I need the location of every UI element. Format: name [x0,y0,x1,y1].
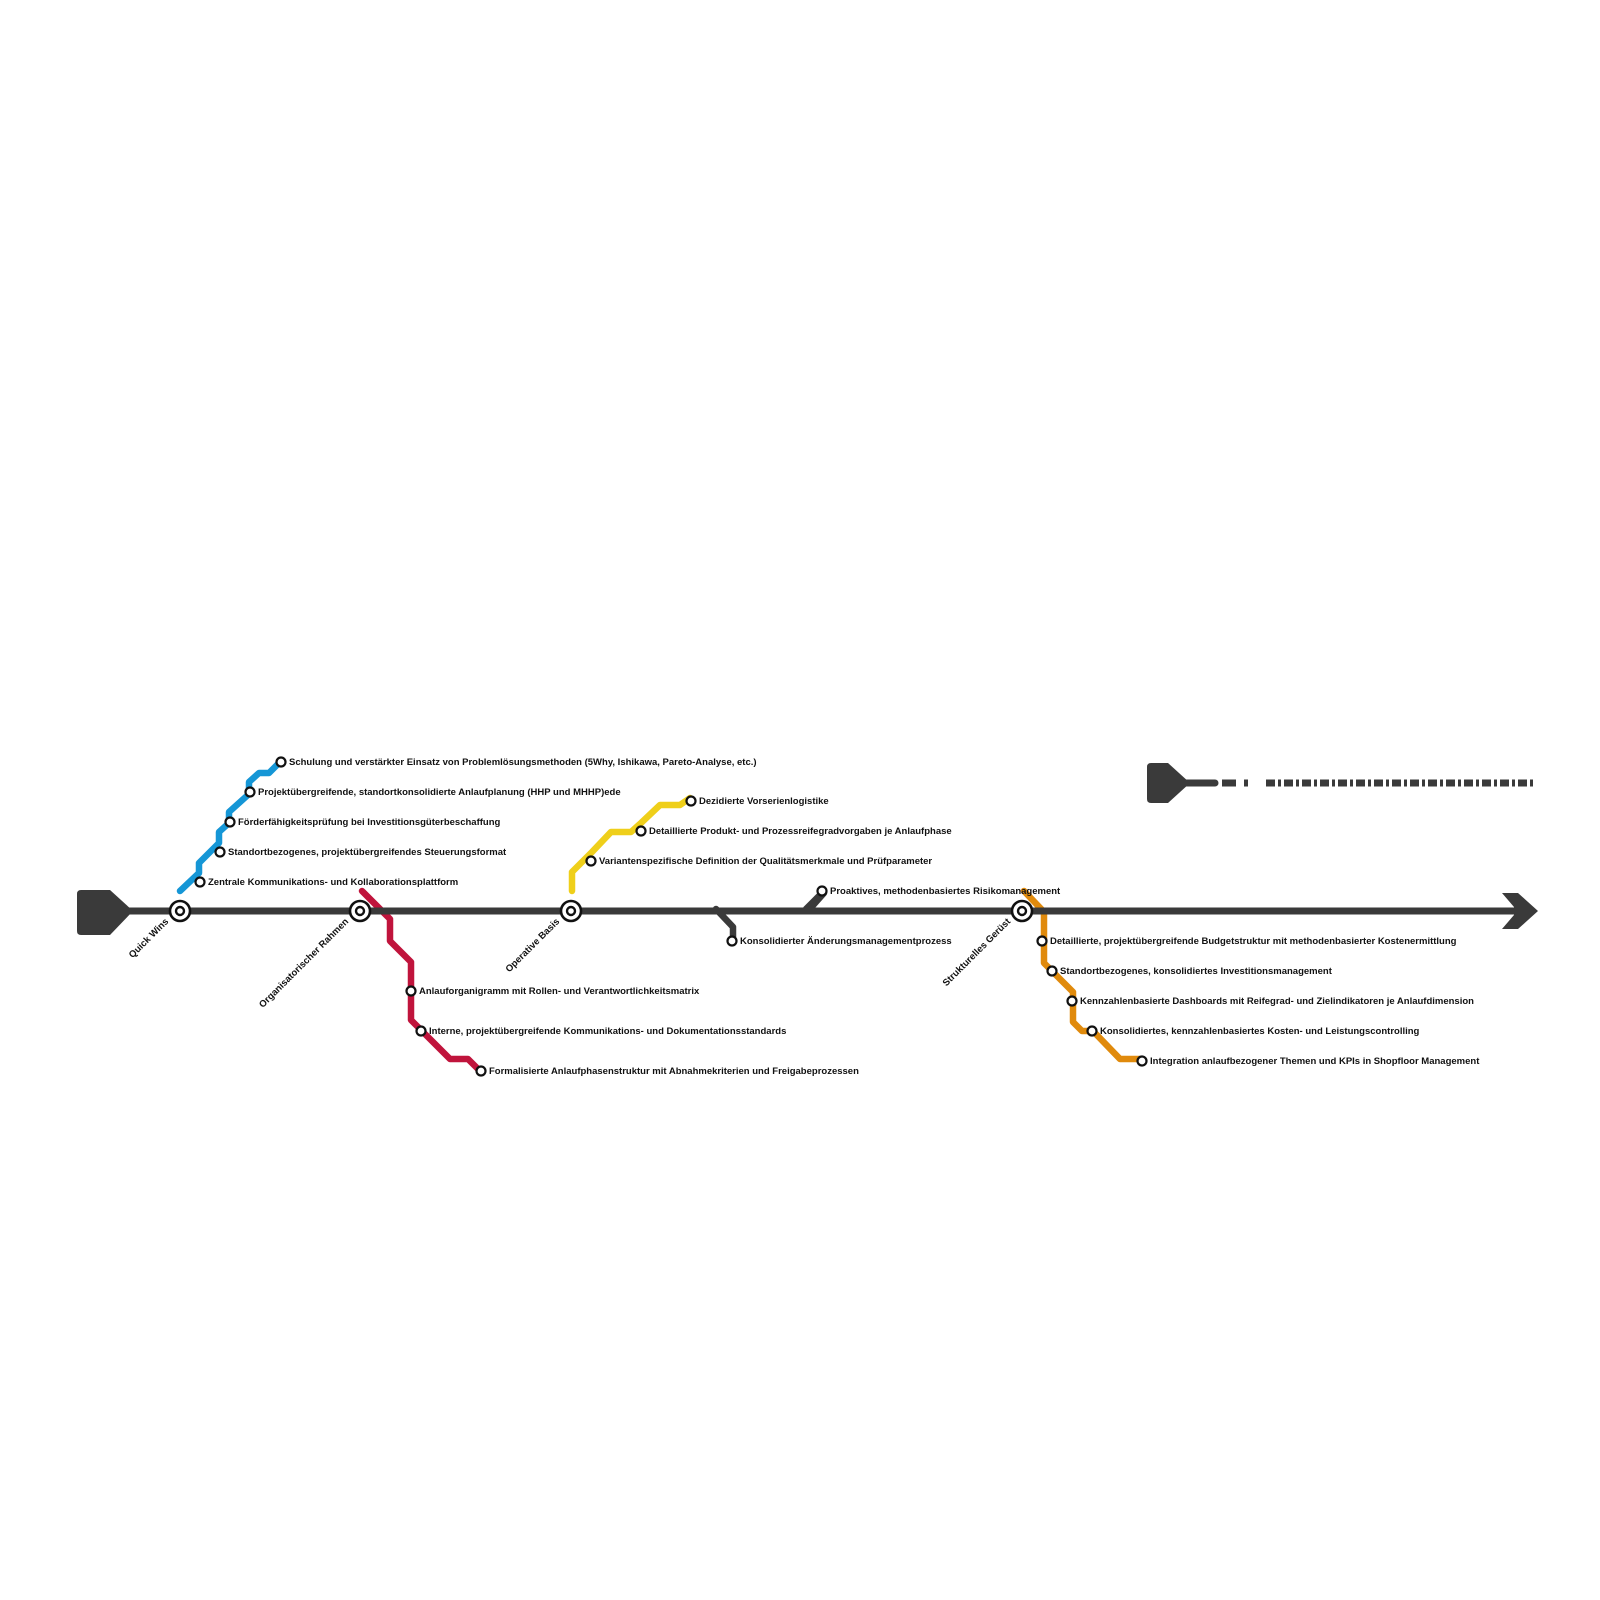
hub-strukturelles-geruest [1010,899,1034,923]
label-struktur-4: Konsolidiertes, kennzahlenbasiertes Kost… [1100,1026,1420,1037]
hub-operative-basis [559,899,583,923]
hub-label-organisatorischer-rahmen: Organisatorischer Rahmen [257,916,351,1010]
hub-organisatorischer-rahmen [348,899,372,923]
hub-quick-wins [168,899,192,923]
label-trunk-risiko: Proaktives, methodenbasiertes Risikomana… [830,886,1061,897]
stations [194,756,1148,1077]
station-operative-basis-2 [635,825,647,837]
label-quick-wins-2: Standortbezogenes, projektübergreifendes… [228,847,507,858]
station-org-rahmen-2 [415,1025,427,1037]
start-terminus [77,890,133,935]
hubs [168,899,1034,923]
line-quick-wins [176,759,285,895]
label-org-rahmen-3: Formalisierte Anlaufphasenstruktur mit A… [489,1066,859,1077]
label-quick-wins-5: Schulung und verstärkter Einsatz von Pro… [289,757,757,768]
label-struktur-3: Kennzahlenbasierte Dashboards mit Reifeg… [1080,996,1474,1007]
label-struktur-5: Integration anlaufbezogener Themen und K… [1150,1056,1480,1067]
label-struktur-1: Detaillierte, projektübergreifende Budge… [1050,936,1457,947]
label-operative-basis-3: Dezidierte Vorserienlogistike [699,796,829,807]
label-org-rahmen-1: Anlauforganigramm mit Rollen- und Verant… [419,986,700,997]
line-organisatorischer-rahmen [358,887,484,1075]
label-quick-wins-4: Projektübergreifende, standortkonsolidie… [258,787,621,798]
station-trunk-aenderung [726,935,738,947]
station-org-rahmen-3 [475,1065,487,1077]
hub-label-quick-wins: Quick Wins [127,916,171,960]
label-operative-basis-1: Variantenspezifische Definition der Qual… [599,856,932,867]
station-struktur-4 [1086,1025,1098,1037]
station-quick-wins-1 [194,876,206,888]
legend [1147,763,1535,803]
station-trunk-risiko [816,885,828,897]
station-struktur-3 [1066,995,1078,1007]
station-quick-wins-2 [214,846,226,858]
label-trunk-aenderung: Konsolidierter Änderungsmanagementprozes… [740,936,952,947]
end-arrow [1502,893,1538,929]
label-org-rahmen-2: Interne, projektübergreifende Kommunikat… [429,1026,786,1037]
station-quick-wins-4 [244,786,256,798]
hub-label-operative-basis: Operative Basis [504,916,563,975]
station-quick-wins-3 [224,816,236,828]
label-quick-wins-3: Förderfähigkeitsprüfung bei Investitions… [238,817,501,828]
label-struktur-2: Standortbezogenes, konsolidiertes Invest… [1060,966,1333,977]
station-struktur-1 [1036,935,1048,947]
hub-label-strukturelles-geruest: Strukturelles Gerüst [941,916,1014,989]
station-org-rahmen-1 [405,985,417,997]
line-operative-basis [568,794,694,895]
station-quick-wins-5 [275,756,287,768]
label-quick-wins-1: Zentrale Kommunikations- und Kollaborati… [208,877,458,888]
label-operative-basis-2: Detaillierte Produkt- und Prozessreifegr… [649,826,952,837]
station-operative-basis-1 [585,855,597,867]
main-trunk [77,890,1538,935]
station-operative-basis-3 [685,795,697,807]
station-struktur-5 [1136,1055,1148,1067]
legend-start-terminus [1147,763,1190,803]
station-struktur-2 [1046,965,1058,977]
